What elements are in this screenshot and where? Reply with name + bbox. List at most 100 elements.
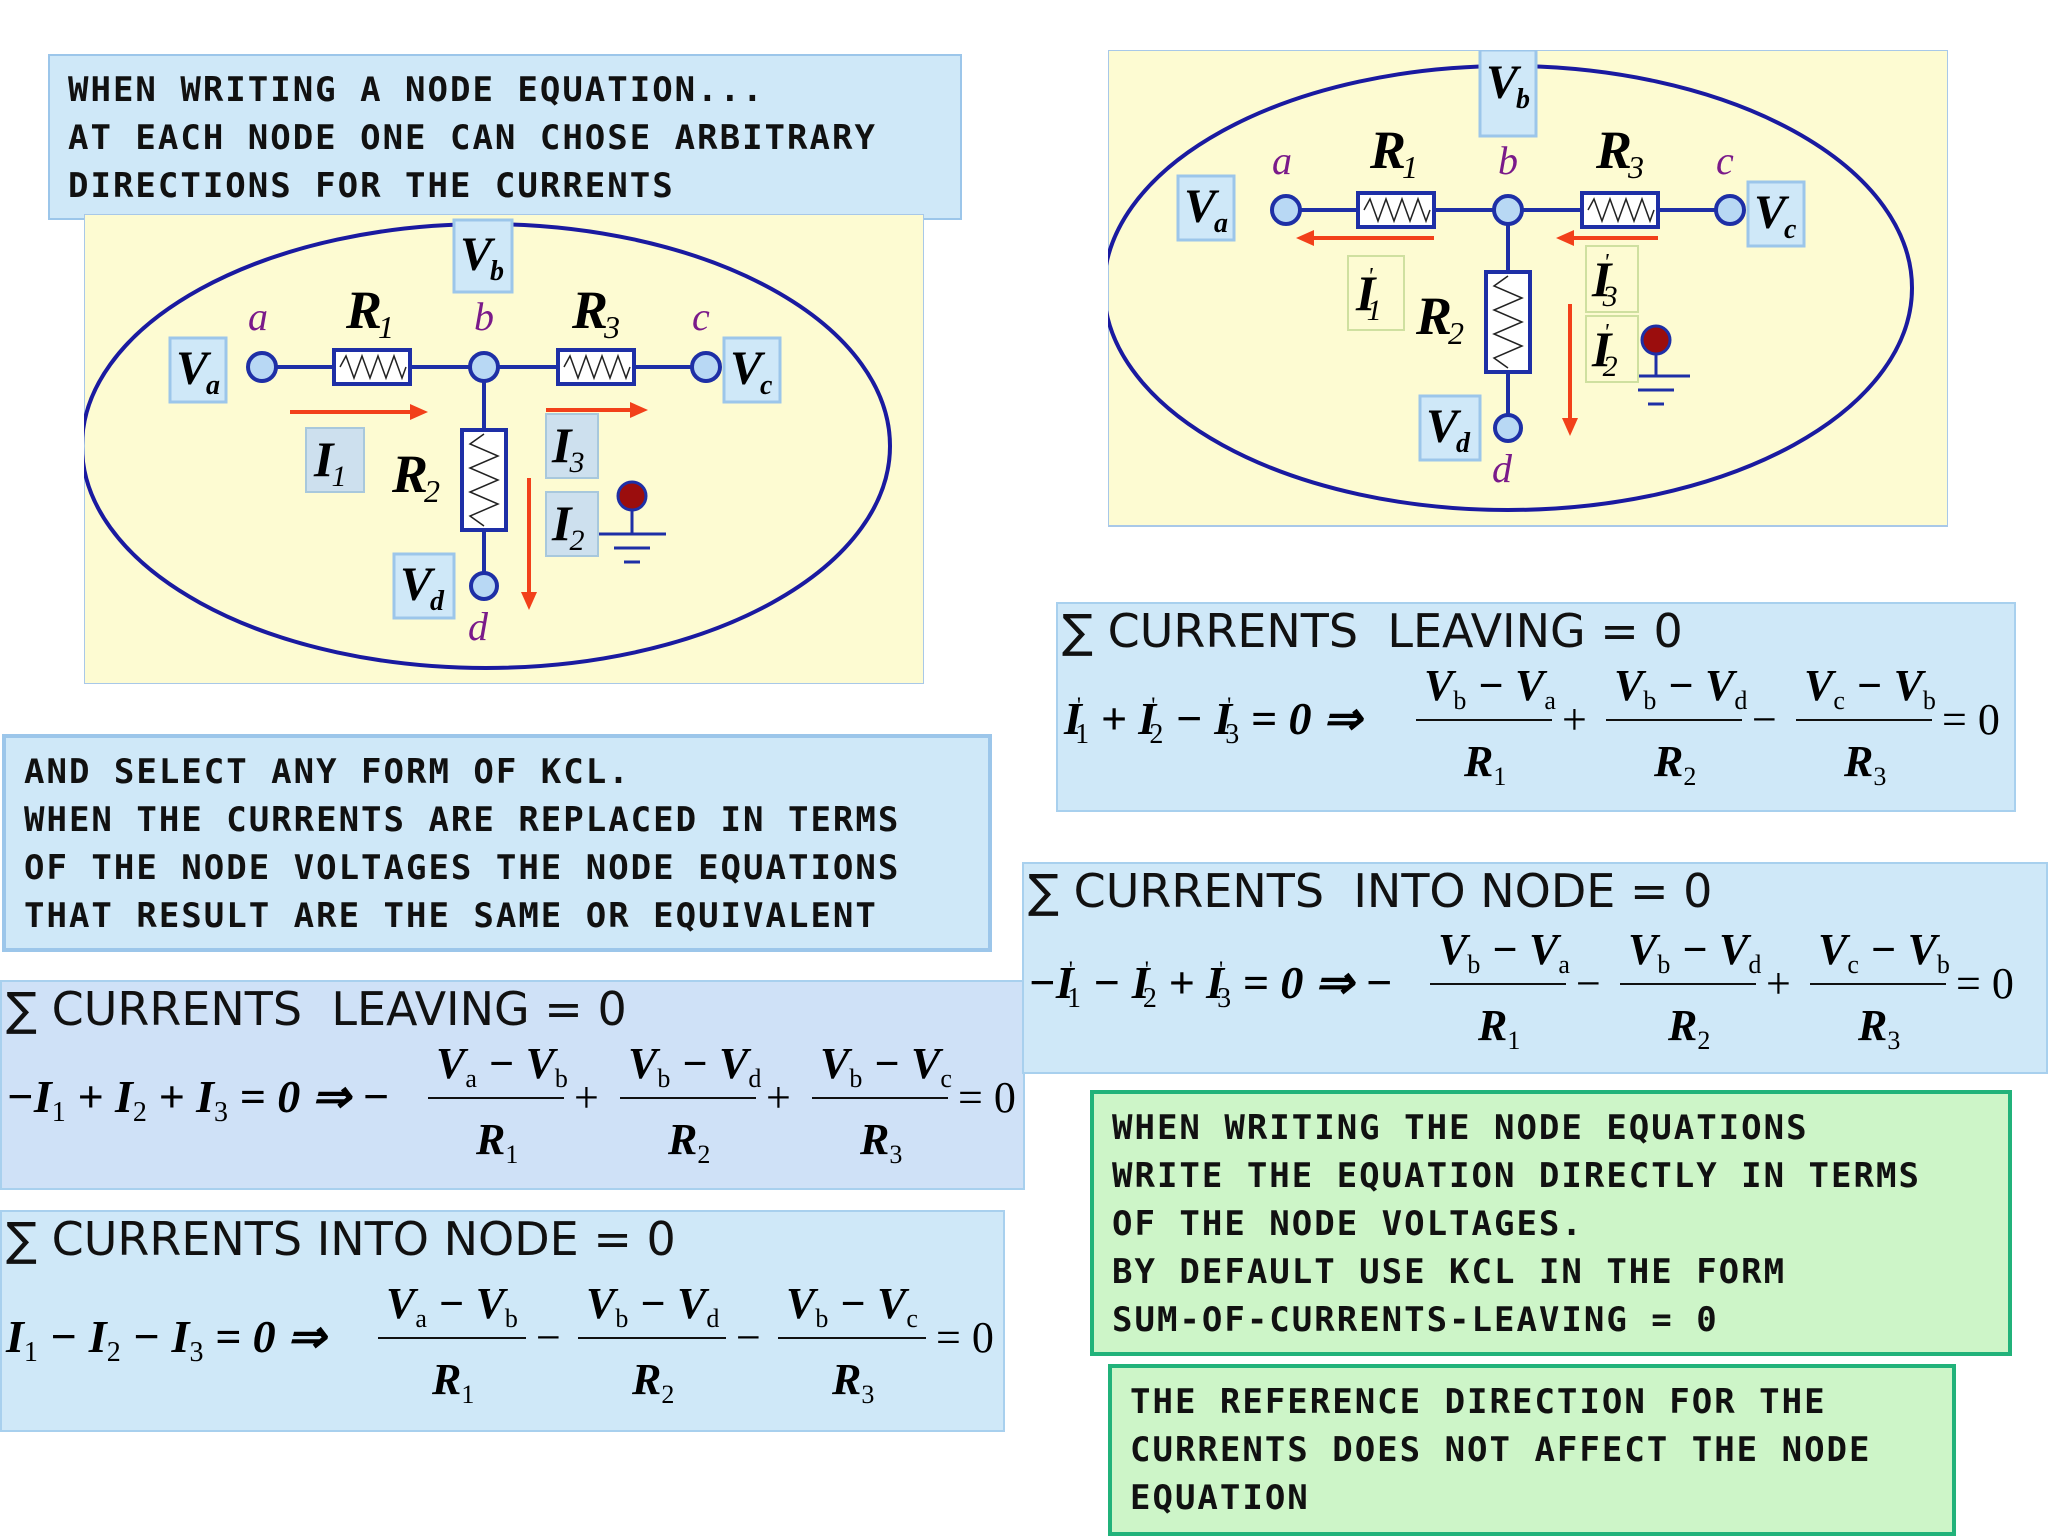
heading-right-leaving: ∑ CURRENTS LEAVING = 0 bbox=[1062, 604, 1683, 658]
operator: = 0 bbox=[1942, 695, 2000, 744]
note-line: WRITE THE EQUATION DIRECTLY IN TERMS bbox=[1112, 1156, 1921, 1196]
operator: = 0 bbox=[1956, 959, 2014, 1008]
fraction-numerator: Vb − Va bbox=[1438, 930, 1570, 979]
current-arrow-i2 bbox=[521, 478, 537, 610]
eq-box-left-leaving: ∑ CURRENTS LEAVING = 0 −I1 + I2 + I3 = 0… bbox=[0, 980, 1025, 1190]
equation-lhs: I'1 + I'2 − I'3 = 0 ⇒ bbox=[1063, 693, 1364, 750]
fraction-numerator: Vb − Vc bbox=[820, 1046, 952, 1093]
label-va: Va bbox=[176, 342, 220, 401]
fraction-numerator: Vb − Vc bbox=[786, 1279, 918, 1333]
label-r2: R2 bbox=[391, 444, 440, 509]
current-arrow-i3-prime bbox=[1556, 230, 1658, 246]
fraction-denominator: R2 bbox=[631, 1355, 674, 1409]
label-i2: I2 bbox=[551, 495, 584, 557]
svg-text:Vb: Vb bbox=[460, 228, 504, 287]
label-r1: R1 bbox=[345, 280, 394, 345]
fraction-denominator: R3 bbox=[1843, 737, 1886, 791]
node-label-b: b bbox=[1498, 138, 1518, 183]
note-top: WHEN WRITING A NODE EQUATION... AT EACH … bbox=[48, 54, 962, 220]
note-line: CURRENTS DOES NOT AFFECT THE NODE bbox=[1130, 1430, 1872, 1470]
current-arrow-i3 bbox=[546, 402, 648, 418]
label-i3: I3 bbox=[551, 417, 584, 479]
label-va: Va bbox=[1184, 180, 1228, 239]
node-b bbox=[1492, 194, 1524, 226]
equation-lhs: I1 − I2 − I3 = 0 ⇒ bbox=[5, 1311, 328, 1368]
operator: − bbox=[736, 1313, 761, 1362]
node-c bbox=[1714, 194, 1746, 226]
note-line: OF THE NODE VOLTAGES THE NODE EQUATIONS bbox=[24, 848, 901, 888]
note-mid: AND SELECT ANY FORM OF KCL. WHEN THE CUR… bbox=[2, 734, 992, 952]
ground-icon bbox=[598, 480, 666, 564]
label-i1: I1 bbox=[313, 431, 346, 493]
note-line: THAT RESULT ARE THE SAME OR EQUIVALENT bbox=[24, 896, 878, 936]
node-d bbox=[469, 571, 499, 601]
node-label-a: a bbox=[248, 294, 268, 339]
operator: = 0 bbox=[936, 1313, 994, 1362]
operator: − bbox=[1752, 695, 1777, 744]
label-i3-prime: I'3 bbox=[1591, 250, 1618, 313]
heading-left-into: ∑ CURRENTS INTO NODE = 0 bbox=[6, 1212, 676, 1266]
node-label-d: d bbox=[1492, 446, 1513, 491]
node-label-a: a bbox=[1272, 138, 1292, 183]
fraction-denominator: R2 bbox=[1653, 737, 1696, 791]
node-b bbox=[468, 351, 500, 383]
node-a bbox=[246, 351, 278, 383]
resistor-r2-symbol bbox=[460, 428, 508, 532]
note-line: SUM-OF-CURRENTS-LEAVING = 0 bbox=[1112, 1300, 1719, 1340]
fraction-numerator: Vb − Vd bbox=[1614, 668, 1747, 715]
node-c bbox=[690, 351, 722, 383]
operator: = 0 bbox=[958, 1073, 1016, 1122]
note-line: DIRECTIONS FOR THE CURRENTS bbox=[68, 166, 675, 206]
fraction-numerator: Vc − Vb bbox=[1818, 930, 1950, 979]
operator: + bbox=[574, 1073, 599, 1122]
note-line: AT EACH NODE ONE CAN CHOSE ARBITRARY bbox=[68, 118, 877, 158]
equation-lhs: −I1 + I2 + I3 = 0 ⇒ − bbox=[6, 1071, 390, 1128]
equation-lhs: −I'1 − I'2 + I'3 = 0 ⇒ − bbox=[1028, 957, 1393, 1014]
eq-box-left-into: ∑ CURRENTS INTO NODE = 0 I1 − I2 − I3 = … bbox=[0, 1210, 1005, 1432]
circuit-diagram-right: Va Vb Vc Vd a b c d R1 R3 R2 I'1 I'3 I'2 bbox=[1108, 50, 1948, 527]
fraction-numerator: Vb − Va bbox=[1424, 668, 1556, 715]
current-arrow-i1-prime bbox=[1296, 230, 1434, 246]
note-line: OF THE NODE VOLTAGES. bbox=[1112, 1204, 1584, 1244]
fraction-denominator: R1 bbox=[475, 1115, 518, 1169]
current-arrow-i2-prime bbox=[1562, 304, 1578, 436]
label-r1: R1 bbox=[1369, 120, 1418, 185]
operator: − bbox=[1576, 959, 1601, 1008]
eq-box-right-leaving: ∑ CURRENTS LEAVING = 0 I'1 + I'2 − I'3 =… bbox=[1056, 602, 2016, 812]
fraction-denominator: R3 bbox=[859, 1115, 902, 1169]
fraction-denominator: R3 bbox=[1857, 1001, 1900, 1055]
fraction-numerator: Vc − Vb bbox=[1804, 668, 1936, 715]
operator: + bbox=[766, 1073, 791, 1122]
note-line: EQUATION bbox=[1130, 1478, 1310, 1518]
note-line: BY DEFAULT USE KCL IN THE FORM bbox=[1112, 1252, 1787, 1292]
note-line: WHEN THE CURRENTS ARE REPLACED IN TERMS bbox=[24, 800, 901, 840]
resistor-r3-symbol bbox=[1580, 191, 1660, 229]
node-d bbox=[1493, 413, 1523, 443]
current-arrow-i1 bbox=[290, 404, 428, 420]
label-r3: R3 bbox=[1595, 120, 1644, 185]
fraction-numerator: Vb − Vd bbox=[586, 1279, 719, 1333]
fraction-numerator: Va − Vb bbox=[436, 1046, 568, 1093]
note-line: AND SELECT ANY FORM OF KCL. bbox=[24, 752, 631, 792]
fraction-numerator: Va − Vb bbox=[386, 1279, 518, 1333]
operator: + bbox=[1766, 959, 1791, 1008]
node-label-d: d bbox=[468, 604, 489, 649]
fraction-denominator: R2 bbox=[667, 1115, 710, 1169]
node-label-b: b bbox=[474, 294, 494, 339]
label-i1-prime: I'1 bbox=[1355, 264, 1382, 327]
node-label-c: c bbox=[1716, 138, 1734, 183]
operator: − bbox=[536, 1313, 561, 1362]
heading-right-into: ∑ CURRENTS INTO NODE = 0 bbox=[1028, 864, 1713, 918]
node-a bbox=[1270, 194, 1302, 226]
resistor-r1-symbol bbox=[1356, 191, 1436, 229]
resistor-r3-symbol bbox=[556, 348, 636, 386]
note-green-reference: THE REFERENCE DIRECTION FOR THE CURRENTS… bbox=[1108, 1364, 1956, 1536]
fraction-numerator: Vb − Vd bbox=[628, 1046, 761, 1093]
heading-left-leaving: ∑ CURRENTS LEAVING = 0 bbox=[6, 982, 627, 1036]
fraction-numerator: Vb − Vd bbox=[1628, 930, 1761, 979]
label-r3: R3 bbox=[571, 280, 620, 345]
label-r2: R2 bbox=[1415, 286, 1464, 351]
